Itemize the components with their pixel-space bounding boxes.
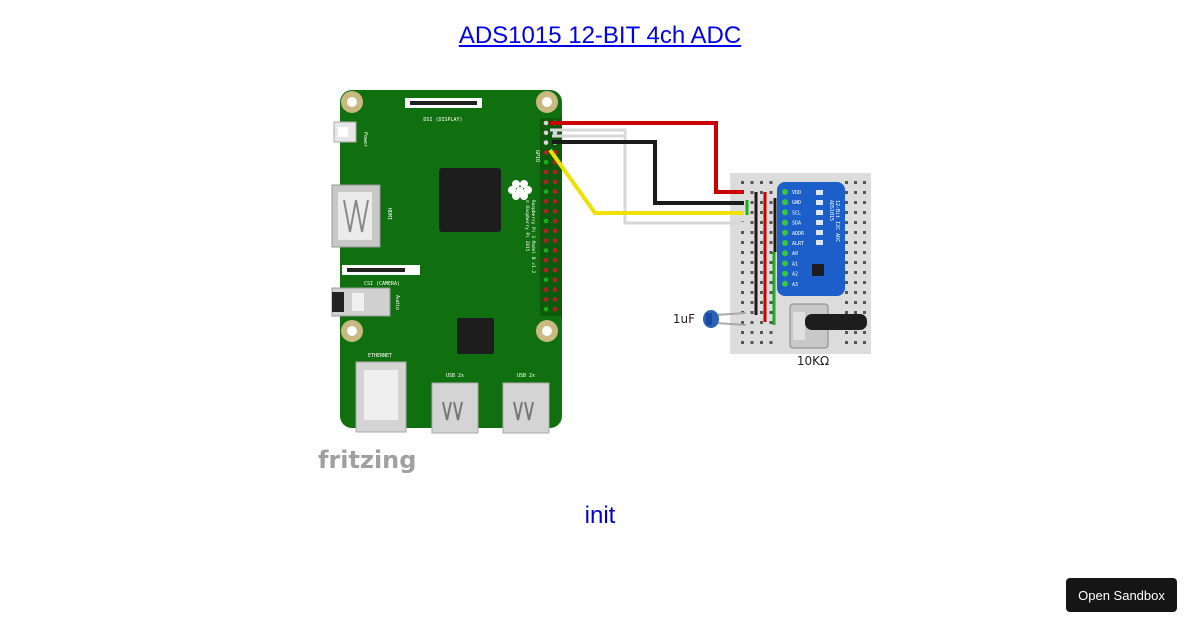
adc-pin-label: VDD <box>792 190 801 196</box>
wiring-diagram: DSI (DISPLAY) Power HDMI CSI (CAMERA) Au… <box>318 90 871 474</box>
adc-pin-label: A1 <box>792 261 798 267</box>
ethernet-label: ETHERNET <box>368 353 392 359</box>
svg-text:© Raspberry Pi 2015: © Raspberry Pi 2015 <box>524 200 530 252</box>
open-sandbox-button[interactable]: Open Sandbox <box>1066 578 1177 612</box>
capacitor-label: 1uF <box>673 312 695 326</box>
audio-label: Audio <box>394 295 400 310</box>
gpio-header <box>540 118 562 316</box>
adc-pin-label: A2 <box>792 272 798 278</box>
status-text: init <box>584 502 616 529</box>
raspberry-pi-board: DSI (DISPLAY) Power HDMI CSI (CAMERA) Au… <box>331 90 562 434</box>
svg-text:Raspberry Pi 3 Model B v1.2: Raspberry Pi 3 Model B v1.2 <box>530 200 536 273</box>
potentiometer <box>789 303 867 349</box>
usb1-label: USB 2x <box>446 373 464 379</box>
adc-pin-label: SCL <box>792 210 801 216</box>
gpio-label: GPIO <box>534 150 540 162</box>
power-label: Power <box>362 132 368 147</box>
svg-text:ADS1015: ADS1015 <box>828 200 834 221</box>
dsi-label: DSI (DISPLAY) <box>423 117 462 123</box>
wires <box>548 121 744 225</box>
csi-label: CSI (CAMERA) <box>364 281 400 287</box>
adc-pin-label: ALRT <box>792 241 804 247</box>
svg-text:12-Bit I2C ADC: 12-Bit I2C ADC <box>834 200 840 242</box>
raspberry-logo-icon <box>508 180 532 200</box>
hdmi-label: HDMI <box>386 208 392 220</box>
adc-pin-label: ADDR <box>792 231 805 237</box>
potentiometer-label: 10KΩ <box>797 354 829 368</box>
title-link[interactable]: ADS1015 12-BIT 4ch ADC <box>458 22 742 49</box>
adc-pin-label: GND <box>792 200 801 206</box>
adc-pin-label: A3 <box>792 282 798 288</box>
adc-pin-label: SDA <box>792 221 801 227</box>
usb2-label: USB 2x <box>517 373 535 379</box>
capacitor <box>703 310 747 328</box>
adc-pin-label: A0 <box>792 251 798 257</box>
fritzing-watermark: fritzing <box>318 446 416 474</box>
